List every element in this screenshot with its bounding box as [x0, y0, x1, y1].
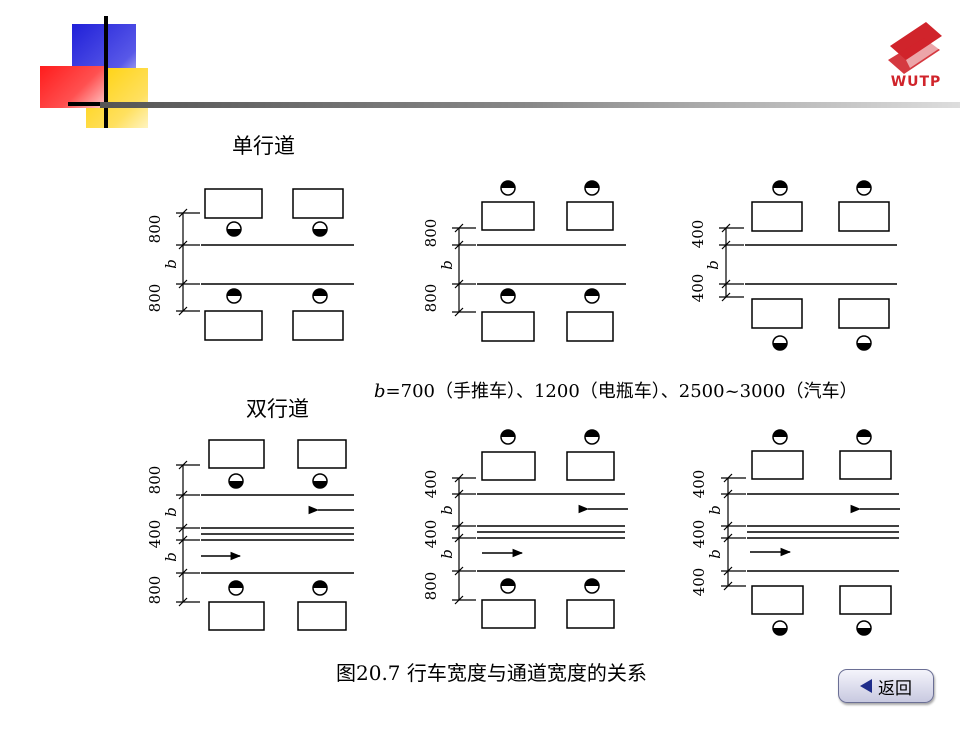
rack-box	[839, 450, 892, 480]
worker-icon	[772, 620, 788, 636]
rack-box	[751, 201, 803, 232]
dimension-label: 400	[690, 470, 708, 499]
dimension-label: 800	[146, 466, 164, 495]
rack-box	[838, 298, 890, 329]
dimension-label: 800	[422, 572, 440, 601]
rack-box	[751, 450, 804, 480]
dimension-label: b	[438, 505, 456, 515]
worker-icon	[226, 221, 242, 237]
dimension-label: 400	[422, 520, 440, 549]
worker-icon	[584, 429, 600, 445]
worker-icon	[856, 620, 872, 636]
worker-icon	[228, 473, 244, 489]
worker-icon	[500, 180, 516, 196]
dimension-line	[176, 208, 200, 316]
back-button-label: 返回	[878, 678, 912, 699]
dimension-line	[176, 460, 200, 607]
rack-box	[297, 601, 347, 631]
deco-vertical-line	[104, 16, 108, 128]
dimension-label: b	[162, 552, 180, 562]
dimension-line	[721, 473, 746, 591]
worker-icon	[312, 580, 328, 596]
worker-icon	[856, 335, 872, 351]
dimension-label: b	[162, 259, 180, 269]
worker-icon	[584, 288, 600, 304]
rack-box	[208, 439, 265, 469]
rack-box	[208, 601, 265, 631]
dimension-line	[719, 223, 744, 302]
worker-icon	[584, 180, 600, 196]
back-button[interactable]: 返回	[838, 669, 934, 703]
logo-text: WUTP	[890, 74, 942, 90]
single-lane-panel-1: 800 b 800	[146, 188, 354, 341]
worker-icon	[226, 288, 242, 304]
worker-icon	[500, 429, 516, 445]
dimension-label: 400	[690, 568, 708, 597]
worker-icon	[772, 335, 788, 351]
worker-icon	[500, 288, 516, 304]
rack-box	[751, 298, 803, 329]
deco-red-square	[40, 66, 104, 108]
worker-icon	[500, 578, 516, 594]
figure-caption: 图20.7 行车宽度与通道宽度的关系	[336, 661, 647, 685]
header-rule	[100, 102, 960, 108]
vehicle-width-formula: b=700（手推车）、1200（电瓶车）、2500~3000（汽车）	[374, 381, 857, 402]
double-lane-title: 双行道	[246, 397, 309, 421]
dimension-label: 800	[146, 215, 164, 244]
dimension-label: 400	[690, 520, 708, 549]
rack-box	[481, 201, 535, 231]
dimension-label: b	[706, 549, 724, 559]
rack-box	[204, 310, 263, 341]
rack-box	[839, 585, 892, 615]
rack-box	[292, 310, 344, 341]
double-lane-panel-2: 400 b 400 b 800	[422, 429, 628, 629]
rack-box	[838, 201, 890, 232]
worker-icon	[856, 180, 872, 196]
worker-icon	[584, 578, 600, 594]
rack-box	[292, 188, 344, 219]
rack-box	[566, 451, 615, 481]
rack-box	[297, 439, 347, 469]
worker-icon	[772, 180, 788, 196]
dimension-label: 400	[689, 274, 707, 303]
dimension-label: 800	[146, 576, 164, 605]
worker-icon	[312, 473, 328, 489]
dimension-line	[452, 223, 476, 317]
dimension-label: 400	[146, 520, 164, 549]
rack-box	[751, 585, 804, 615]
dimension-label: 800	[422, 219, 440, 248]
worker-icon	[228, 580, 244, 596]
worker-icon	[772, 429, 788, 445]
dimension-line	[452, 473, 476, 605]
rack-box	[204, 188, 263, 219]
dimension-label: b	[706, 505, 724, 515]
single-lane-title: 单行道	[232, 134, 295, 158]
worker-icon	[856, 429, 872, 445]
worker-icon	[312, 221, 328, 237]
rack-box	[481, 451, 536, 481]
dimension-label: 800	[422, 284, 440, 313]
dimension-label: 400	[422, 470, 440, 499]
deco-horizontal-line	[68, 102, 108, 106]
double-lane-panel-1: 800 b 400 b 800	[146, 439, 354, 631]
rack-box	[566, 201, 614, 231]
back-arrow-icon	[860, 679, 872, 693]
dimension-label: b	[438, 549, 456, 559]
rack-box	[481, 311, 535, 342]
worker-icon	[312, 288, 328, 304]
rack-box	[481, 599, 536, 629]
single-lane-panel-3: 400 b 400	[689, 180, 897, 351]
dimension-label: 400	[689, 220, 707, 249]
dimension-label: b	[704, 260, 722, 270]
rack-box	[566, 311, 614, 342]
dimension-label: b	[438, 260, 456, 270]
dimension-label: b	[162, 507, 180, 517]
rack-box	[566, 599, 615, 629]
dimension-label: 800	[146, 284, 164, 313]
double-lane-panel-3: 400 b 400 b 400	[690, 429, 900, 636]
wutp-logo-icon	[888, 22, 946, 74]
single-lane-panel-2: 800 b 800	[422, 180, 626, 342]
